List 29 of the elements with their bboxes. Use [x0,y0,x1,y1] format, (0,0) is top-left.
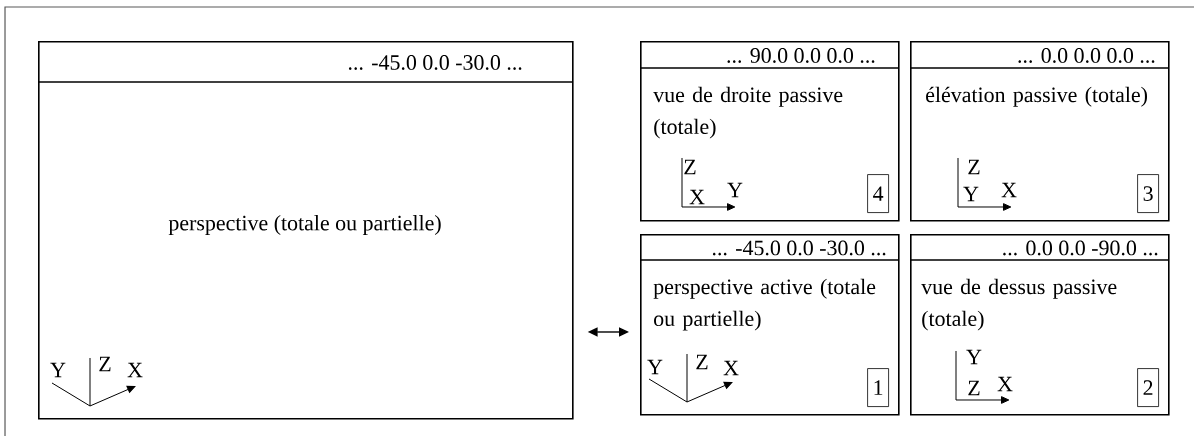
view-title: élévation passive (totale) [926,86,1147,107]
view-title: perspective active (totale ou partielle) [653,278,876,331]
axis-label: Z [99,356,111,372]
axis-label: Z [968,159,980,175]
number-box: 3 [1137,174,1159,213]
number-box: 1 [867,368,889,407]
view-title: vue de dessus passive (totale) [921,278,1117,331]
number-box: 2 [1137,368,1159,407]
axis-label: Y [963,186,979,202]
axis-label: X [689,189,705,205]
axis-label: Z [696,354,708,370]
axis-label: X [723,360,739,376]
number-box: 4 [867,174,889,213]
angle-header: ... -45.0 0.0 -30.0 ... [712,240,886,256]
view-title: perspective (totale ou partielle) [168,215,441,235]
axis-label: Z [968,380,980,396]
axis-label: Y [727,182,743,198]
angle-header: ... 0.0 0.0 -90.0 ... [1003,240,1158,256]
axis-label: Y [50,362,66,378]
axis-label: X [997,376,1013,392]
axis-label: Z [684,159,696,175]
axis-label: Y [966,349,982,365]
axis-label: X [127,362,143,378]
angle-header: ... -45.0 0.0 -30.0 ... [348,55,522,70]
axis-label: Y [647,359,663,375]
axis-label: X [1001,182,1017,198]
angle-header: ... 0.0 0.0 0.0 ... [1018,48,1155,63]
angle-header: ... 90.0 0.0 0.0 ... [727,48,875,63]
view-title: vue de droite passive (totale) [653,86,843,139]
